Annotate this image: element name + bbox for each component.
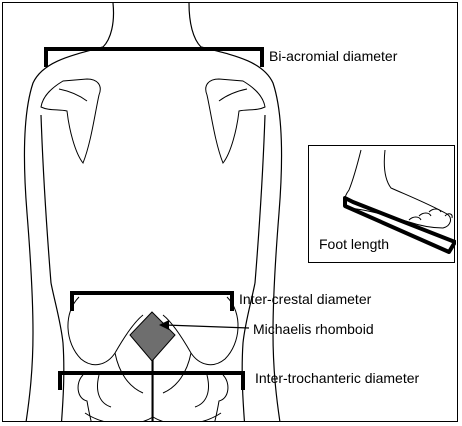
michaelis-arrow-line xyxy=(165,325,249,328)
intertrochanteric-label: Inter-trochanteric diameter xyxy=(255,370,419,386)
biacromial-label: Bi-acromial diameter xyxy=(269,48,397,64)
intercrestal-bar xyxy=(72,293,232,309)
foot-length-label: Foot length xyxy=(319,236,389,252)
biacromial-bar xyxy=(46,49,262,65)
scapula-shapes xyxy=(41,79,265,163)
foot-inset-panel: Foot length xyxy=(308,145,455,263)
intercrestal-label: Inter-crestal diameter xyxy=(239,291,371,307)
figure-frame: Foot length Bi-acromial diameter Inter-c… xyxy=(2,2,458,422)
michaelis-label: Michaelis rhomboid xyxy=(253,321,374,337)
